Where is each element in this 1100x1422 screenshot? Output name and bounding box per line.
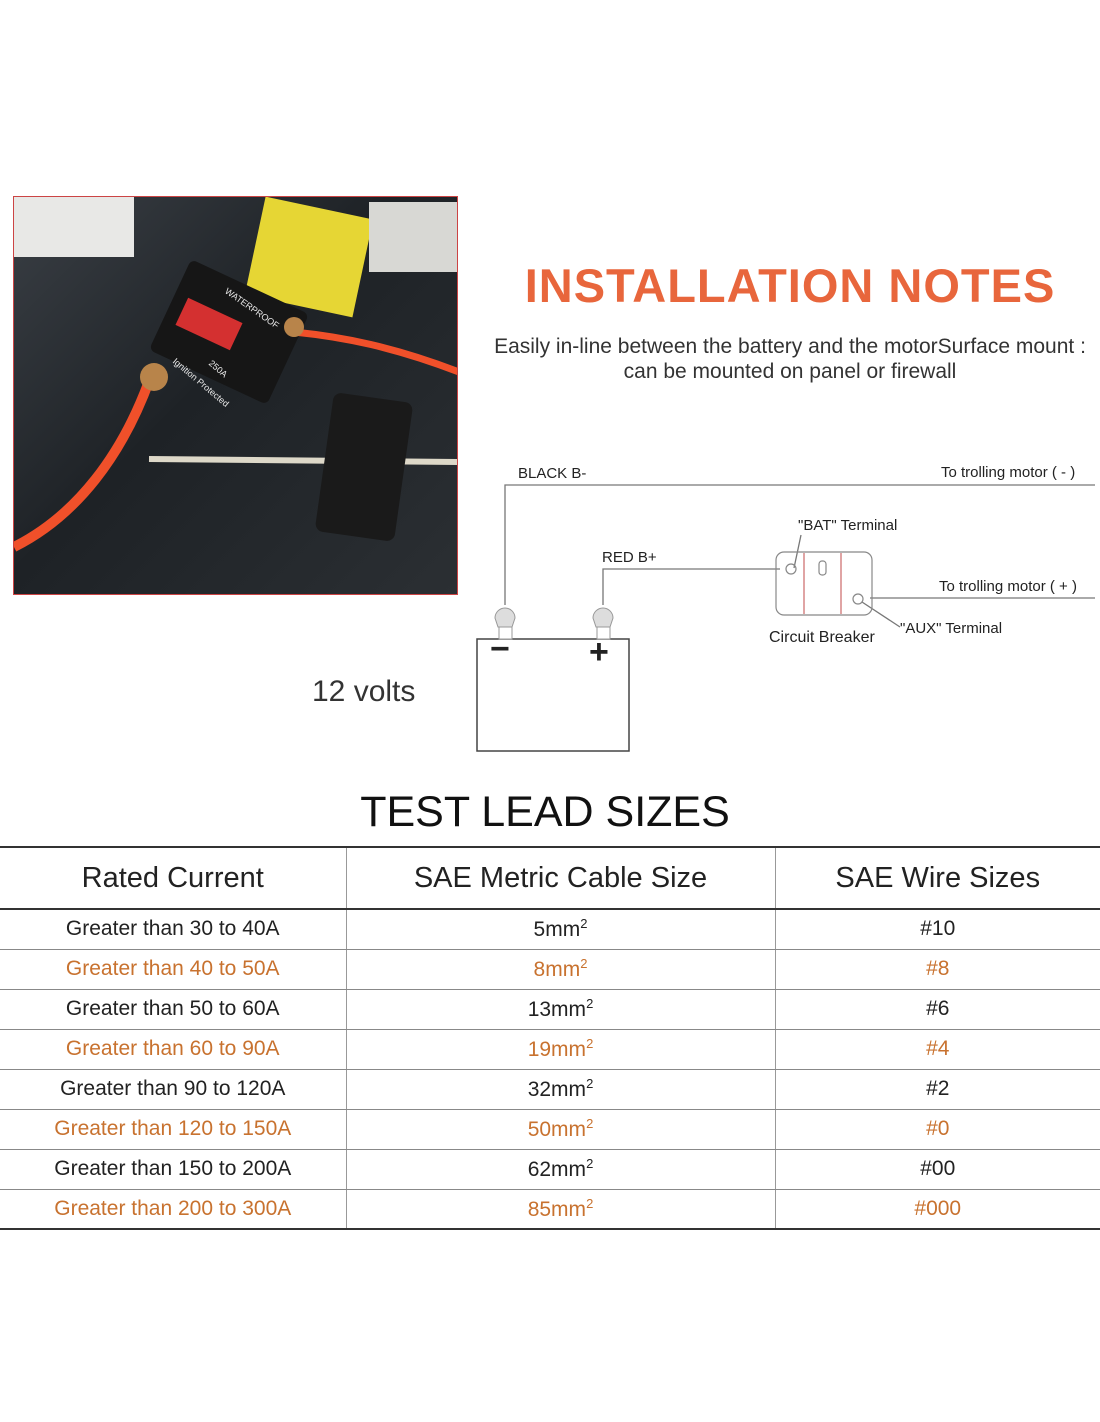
product-photo: WATERPROOF 250A Ignition Protected	[13, 196, 458, 595]
breaker-installation-image	[14, 197, 457, 552]
metric-size: 19mm2	[345, 1029, 775, 1070]
rated-current: Greater than 90 to 120A	[0, 1069, 346, 1110]
wire-size: #10	[774, 909, 1100, 950]
positive-sign: +	[589, 633, 609, 671]
header-metric-size: SAE Metric Cable Size	[345, 846, 775, 910]
rated-current: Greater than 60 to 90A	[0, 1029, 346, 1070]
wire-size: #4	[774, 1029, 1100, 1070]
metric-size: 8mm2	[345, 949, 775, 990]
metric-size: 5mm2	[345, 909, 775, 950]
wire-size: #0	[774, 1109, 1100, 1150]
lead-size-table: Rated Current SAE Metric Cable Size SAE …	[0, 846, 1100, 1230]
table-row: Greater than 50 to 60A 13mm2 #6	[0, 989, 1100, 1030]
metric-value: 5mm	[533, 918, 581, 942]
metric-value: 13mm	[527, 998, 587, 1021]
unit-superscript: 2	[586, 1076, 594, 1091]
rated-current: Greater than 30 to 40A	[0, 909, 346, 950]
test-lead-sizes-title: TEST LEAD SIZES	[360, 788, 730, 836]
bat-terminal-label: "BAT" Terminal	[798, 517, 898, 534]
table-header: Rated Current SAE Metric Cable Size SAE …	[0, 846, 1100, 910]
to-motor-positive-label: To trolling motor ( + )	[939, 578, 1077, 595]
metric-value: 19mm	[527, 1038, 587, 1061]
header-wire-size: SAE Wire Sizes	[774, 846, 1100, 910]
wire-size: #000	[774, 1189, 1100, 1230]
metric-value: 62mm	[527, 1158, 587, 1181]
unit-superscript: 2	[586, 1195, 594, 1211]
table-row: Greater than 150 to 200A 62mm2 #00	[0, 1149, 1100, 1190]
wiring-diagram	[476, 484, 1095, 752]
metric-value: 85mm	[527, 1197, 587, 1221]
unit-superscript: 2	[580, 956, 588, 971]
table-row: Greater than 90 to 120A 32mm2 #2	[0, 1069, 1100, 1110]
rated-current: Greater than 150 to 200A	[0, 1149, 346, 1190]
unit-superscript: 2	[586, 1116, 594, 1131]
red-wire	[602, 568, 780, 605]
negative-sign: −	[490, 630, 510, 668]
metric-size: 13mm2	[345, 989, 775, 1030]
circuit-breaker-label: Circuit Breaker	[769, 629, 875, 646]
metric-size: 85mm2	[345, 1189, 775, 1230]
to-motor-negative-label: To trolling motor ( - )	[941, 464, 1076, 481]
metric-value: 32mm	[527, 1078, 587, 1101]
table-row: Greater than 30 to 40A 5mm2 #10	[0, 909, 1100, 950]
circuit-breaker-icon	[775, 551, 873, 616]
wire-size: #6	[774, 989, 1100, 1030]
aux-terminal-label: "AUX" Terminal	[900, 620, 1003, 637]
unit-superscript: 2	[586, 1036, 594, 1051]
unit-superscript: 2	[586, 996, 594, 1011]
metric-size: 62mm2	[345, 1149, 775, 1190]
table-row: Greater than 200 to 300A 85mm2 #000	[0, 1189, 1100, 1230]
black-b-label: BLACK B-	[518, 465, 587, 482]
unit-superscript: 2	[586, 1156, 594, 1171]
rated-current: Greater than 200 to 300A	[0, 1189, 346, 1230]
table-row: Greater than 120 to 150A 50mm2 #0	[0, 1109, 1100, 1150]
installation-notes-title: INSTALLATION NOTES	[524, 259, 1056, 312]
metric-value: 8mm	[533, 958, 581, 981]
table-row: Greater than 40 to 50A 8mm2 #8	[0, 949, 1100, 990]
wire-size: #2	[774, 1069, 1100, 1110]
metric-size: 50mm2	[345, 1109, 775, 1150]
unit-superscript: 2	[580, 916, 588, 932]
black-wire	[504, 484, 1095, 605]
metric-size: 32mm2	[345, 1069, 775, 1110]
installation-subtitle: Easily in-line between the battery and t…	[494, 335, 1086, 383]
table-row: Greater than 60 to 90A 19mm2 #4	[0, 1029, 1100, 1070]
voltage-label: 12 volts	[312, 675, 416, 708]
rated-current: Greater than 40 to 50A	[0, 949, 346, 990]
header-rated-current: Rated Current	[0, 846, 346, 910]
rated-current: Greater than 50 to 60A	[0, 989, 346, 1030]
metric-value: 50mm	[527, 1118, 587, 1141]
rated-current: Greater than 120 to 150A	[0, 1109, 346, 1150]
wire-size: #00	[774, 1149, 1100, 1190]
wire-size: #8	[774, 949, 1100, 990]
red-b-label: RED B+	[602, 549, 657, 566]
battery-icon	[476, 607, 630, 752]
